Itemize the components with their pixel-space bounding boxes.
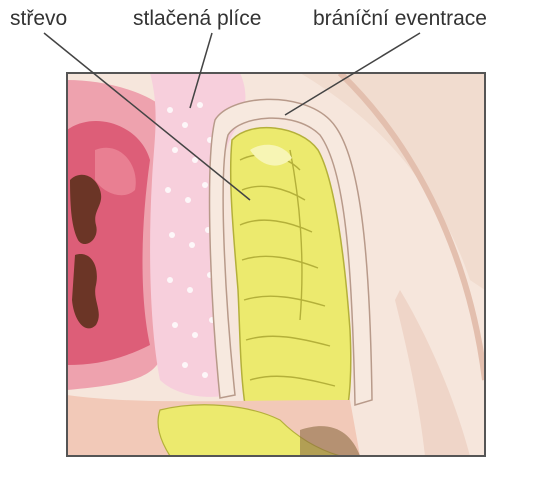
label-intestine: střevo xyxy=(10,6,67,32)
label-diaphragmatic-eventration: bráníční eventrace xyxy=(313,6,487,32)
label-compressed-lung: stlačená plíce xyxy=(133,6,261,32)
